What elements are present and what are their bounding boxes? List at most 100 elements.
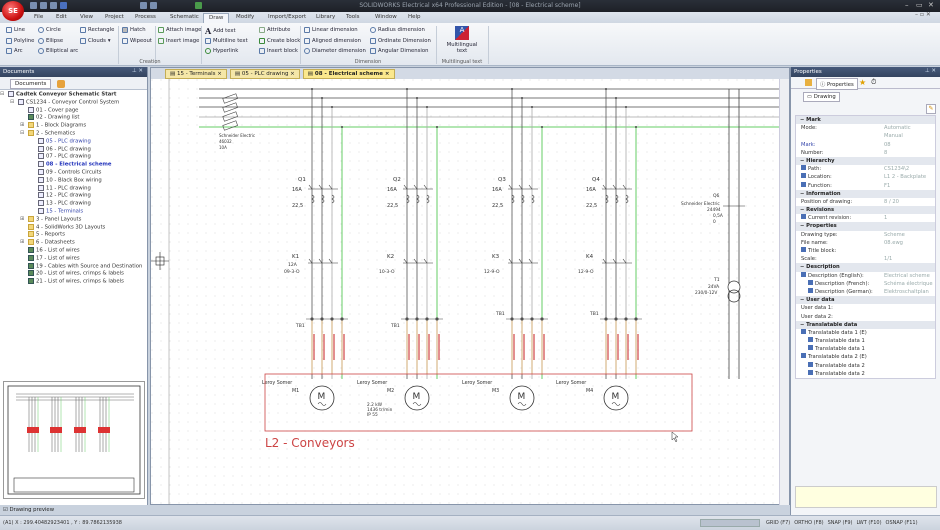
close-tab-icon[interactable]: × (215, 71, 222, 77)
property-section[interactable]: − Translatable data (796, 320, 935, 329)
property-row[interactable]: Translatable data 2 (E) (796, 353, 935, 361)
property-section[interactable]: − Information (796, 189, 935, 198)
zoom-icon[interactable] (140, 2, 147, 9)
angular-dimension-button[interactable]: Angular Dimension (370, 48, 428, 54)
folder-tab-icon[interactable] (805, 79, 812, 86)
arc-button[interactable]: Arc (6, 48, 23, 54)
diameter-dimension-button[interactable]: Diameter dimension (304, 48, 366, 54)
tab-document[interactable]: ▤ 08 - Electrical scheme × (302, 69, 395, 79)
property-row[interactable]: Mark:08 (801, 141, 891, 148)
tab-documents[interactable]: Documents (10, 79, 52, 89)
expand-icon[interactable]: ⊞ (20, 215, 25, 222)
tree-item[interactable]: ⊞3 - Panel Layouts (0, 215, 147, 224)
tree-item[interactable]: 02 - Drawing list (0, 114, 147, 122)
schematic-canvas[interactable]: Schneider Electric4603210AQ116A22,5K112A… (151, 79, 779, 505)
menu-window[interactable]: Window (375, 14, 397, 20)
property-row[interactable]: Location:L1 2 - Backplate (796, 173, 935, 181)
line-button[interactable]: Line (6, 27, 25, 33)
zoom-out-icon[interactable] (150, 2, 157, 9)
multilingual-text-button[interactable]: Multilingual text (446, 42, 478, 54)
attach-image-button[interactable]: Attach image (158, 27, 201, 33)
maximize-icon[interactable]: ▭ (916, 1, 923, 9)
tab-document[interactable]: ▤ 05 - PLC drawing × (229, 69, 300, 79)
ordinate-dimension-button[interactable]: Ordinate Dimension (370, 38, 431, 44)
clouds-button[interactable]: Clouds▾ (80, 38, 111, 44)
property-row[interactable]: File name:08.ewg (801, 239, 903, 246)
circle-button[interactable]: Circle (38, 27, 61, 33)
tree-item[interactable]: 21 - List of wires, crimps & labels (0, 278, 147, 286)
property-section[interactable]: − Revisions (796, 206, 935, 215)
collapse-icon[interactable]: ⊟ (0, 91, 5, 97)
close-tab-icon[interactable]: × (382, 71, 390, 77)
vertical-scrollbar[interactable] (779, 79, 789, 505)
property-section[interactable]: − User data (796, 296, 935, 305)
property-row[interactable]: Description (French):Schéma électrique (796, 279, 935, 288)
property-section[interactable]: − Description (796, 263, 935, 272)
property-row[interactable]: Description (German):Elektroschaltplan (796, 287, 935, 296)
tree-item[interactable]: ⊟2 - Schematics (0, 129, 147, 138)
collapse-icon[interactable]: − (800, 157, 807, 164)
tree-item[interactable]: 07 - PLC drawing (0, 153, 147, 161)
tree-item[interactable]: ⊟Cadtek Conveyor Schematic Start (0, 91, 147, 99)
property-row[interactable]: Manual (796, 132, 935, 140)
tree-item[interactable]: 10 - Black Box wiring (0, 176, 147, 185)
tree-item[interactable]: 01 - Cover page (0, 106, 147, 115)
menu-view[interactable]: View (80, 14, 94, 20)
menu-schematic[interactable]: Schematic (170, 14, 199, 20)
multiline-text-button[interactable]: Multiline text (205, 38, 248, 44)
property-row[interactable]: Path:CS1234\2 (796, 165, 935, 173)
edit-pencil-icon[interactable]: ✎ (926, 104, 936, 114)
radius-dimension-button[interactable]: Radius dimension (370, 27, 425, 33)
property-row[interactable]: User data 2: (801, 313, 833, 320)
property-row[interactable]: Function:F1 (796, 181, 935, 190)
insert-image-button[interactable]: Insert image (158, 38, 199, 44)
collapse-icon[interactable]: − (800, 297, 807, 304)
collapse-icon[interactable]: − (800, 321, 807, 328)
tree-item[interactable]: 11 - PLC drawing (0, 184, 147, 193)
tab-document[interactable]: ▤ 15 - Terminals × (165, 69, 227, 79)
linear-dimension-button[interactable]: Linear dimension (304, 27, 358, 33)
menu-process[interactable]: Process (135, 14, 156, 20)
attribute-button[interactable]: Attribute (259, 27, 290, 33)
mdi-controls[interactable]: – ▫ ✕ (915, 11, 931, 18)
tree-item[interactable]: 05 - PLC drawing (0, 137, 147, 146)
status-toggle[interactable]: LWT (F10) (856, 520, 882, 526)
collapse-icon[interactable]: − (800, 190, 807, 197)
tree-item[interactable]: 16 - List of wires (0, 246, 147, 255)
menu-edit[interactable]: Edit (56, 14, 67, 20)
menu-library[interactable]: Library (316, 14, 336, 20)
menu-draw[interactable]: Draw (203, 13, 230, 23)
tree-item[interactable]: 20 - List of wires, crimps & labels (0, 270, 147, 278)
tree-item[interactable]: 17 - List of wires (0, 254, 147, 263)
tree-item[interactable]: ⊞1 - Block Diagrams (0, 122, 147, 130)
collapse-icon[interactable]: ⊟ (20, 129, 25, 136)
property-row[interactable]: Number:8 (801, 149, 888, 156)
menu-project[interactable]: Project (105, 14, 124, 20)
multilingual-text-icon[interactable]: A (455, 26, 469, 40)
property-row[interactable]: Translatable data 2 (796, 369, 935, 378)
tab-drawing[interactable]: ▭ Drawing (803, 92, 840, 102)
print-icon[interactable] (50, 2, 57, 9)
aligned-dimension-button[interactable]: Aligned dimension (304, 38, 361, 44)
property-row[interactable]: Scale:1/1 (801, 256, 893, 263)
favorites-star-icon[interactable]: ★ (859, 78, 867, 87)
hatch-button[interactable]: Hatch (122, 27, 146, 33)
tree-item[interactable]: 12 - PLC drawing (0, 192, 147, 200)
pin-close-icons[interactable]: ⊥ ✕ (924, 68, 936, 74)
property-row[interactable]: Translatable data 1 (E) (796, 328, 935, 337)
insert-block-button[interactable]: Insert block (259, 48, 298, 54)
undo-icon[interactable] (60, 2, 67, 9)
elliptical-arc-button[interactable]: Elliptical arc (38, 48, 78, 54)
new-icon[interactable] (30, 2, 37, 9)
status-toggle[interactable]: GRID (F7) (766, 520, 791, 526)
close-icon[interactable]: ✕ (928, 1, 934, 9)
tree-item[interactable]: 09 - Controls Circuits (0, 168, 147, 177)
property-row[interactable]: Translatable data 1 (796, 337, 935, 345)
collapse-icon[interactable]: − (800, 117, 807, 123)
tab-properties[interactable]: ⓘ Properties (816, 78, 858, 90)
tree-item[interactable]: 4 - SolidWorks 3D Layouts (0, 223, 147, 232)
property-row[interactable]: Current revision:1 (796, 214, 935, 222)
tree-item[interactable]: ⊟CS1234 - Conveyor Control System (0, 98, 147, 107)
tree-item[interactable]: 13 - PLC drawing (0, 200, 147, 208)
